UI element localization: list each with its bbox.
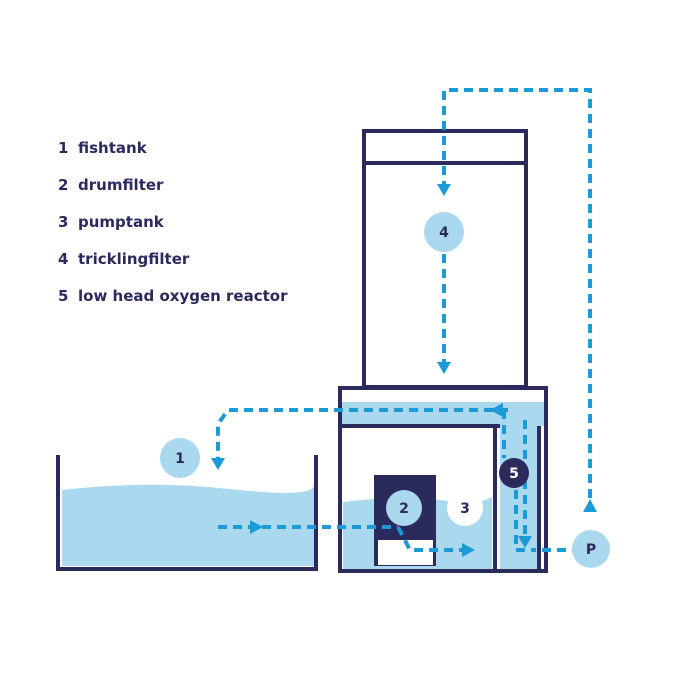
arrow-left-icon	[490, 403, 503, 417]
legend-label: pumptank	[78, 213, 164, 231]
marker-label: 4	[439, 225, 449, 241]
top-basin-water	[342, 402, 544, 426]
legend-label: tricklingfilter	[78, 250, 190, 268]
reactor-outflow-line	[514, 490, 536, 552]
arrow-down-icon	[518, 536, 532, 548]
legend-number: 1	[58, 139, 69, 157]
flow-path	[216, 88, 592, 552]
fishtank-outline	[56, 455, 318, 571]
marker-pump: P	[572, 530, 610, 568]
structures	[56, 129, 548, 573]
arrow-down-icon	[437, 362, 451, 374]
marker-fishtank: 1	[160, 438, 200, 478]
legend-item-fishtank: 1 fishtank	[58, 139, 288, 176]
fishtank-water	[62, 484, 314, 566]
legend-label: drumfilter	[78, 176, 164, 194]
marker-pumptank: 3	[447, 490, 483, 526]
legend-number: 3	[58, 213, 69, 231]
arrow-right-icon	[462, 543, 475, 557]
sump-outline	[338, 386, 548, 573]
marker-drumfilter: 2	[386, 490, 422, 526]
legend-number: 2	[58, 176, 69, 194]
marker-label: 5	[509, 466, 519, 482]
marker-label: 2	[399, 501, 409, 517]
legend-item-tricklingfilter: 4 tricklingfilter	[58, 250, 288, 287]
legend-item-pumptank: 3 pumptank	[58, 213, 288, 250]
legend-label: low head oxygen reactor	[78, 287, 288, 305]
arrow-down-icon	[211, 458, 225, 470]
reactor-water	[500, 426, 538, 569]
marker-label: 3	[460, 501, 470, 517]
legend-item-oxygen-reactor: 5 low head oxygen reactor	[58, 287, 288, 324]
arrow-down-icon	[437, 184, 451, 196]
legend-number: 5	[58, 287, 69, 305]
return-flow-line	[442, 88, 592, 498]
marker-label: 1	[175, 451, 185, 467]
marker-tricklingfilter: 4	[424, 212, 464, 252]
marker-oxygen-reactor: 5	[499, 458, 529, 488]
legend-label: fishtank	[78, 139, 147, 157]
legend-item-drumfilter: 2 drumfilter	[58, 176, 288, 213]
overflow-line	[216, 408, 508, 460]
drum-outflow-line	[396, 526, 462, 552]
arrows	[211, 184, 597, 557]
legend: 1 fishtank 2 drumfilter 3 pumptank 4 trickli…	[58, 139, 288, 324]
arrow-right-icon	[250, 520, 263, 534]
legend-number: 4	[58, 250, 69, 268]
marker-label: P	[586, 542, 596, 558]
arrow-up-icon	[583, 499, 597, 512]
